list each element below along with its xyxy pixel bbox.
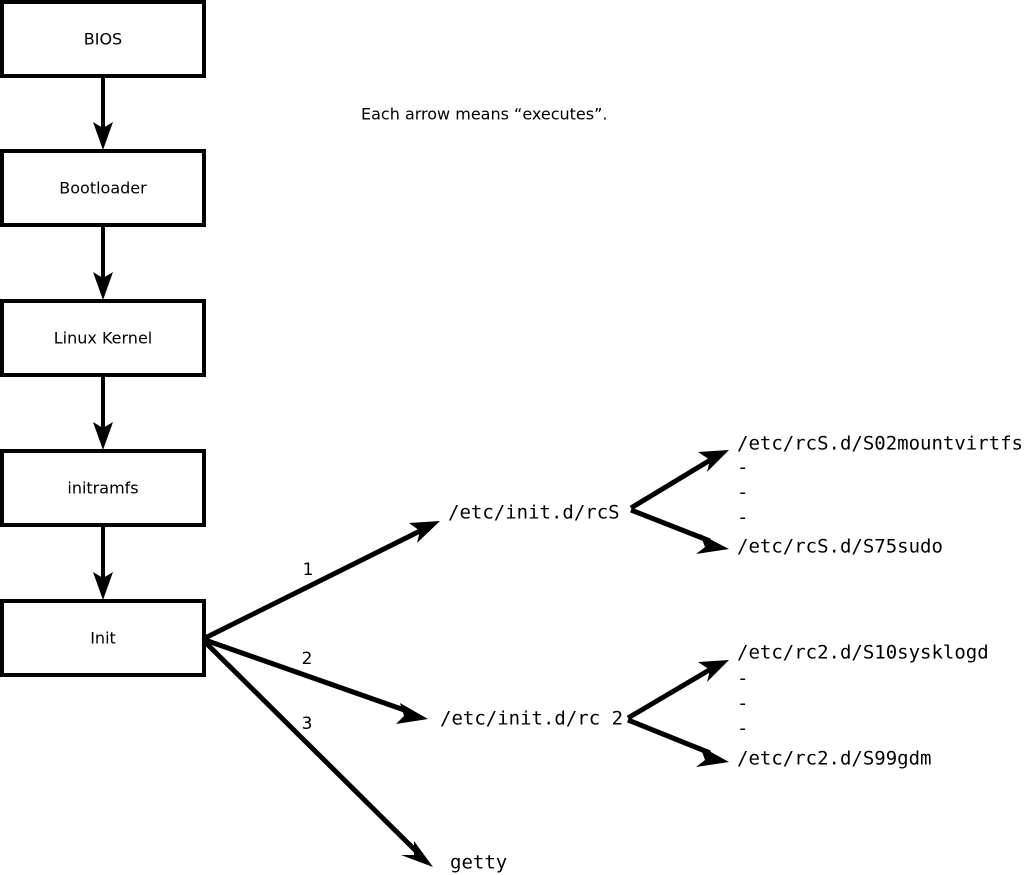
node-linux-kernel-rect bbox=[0, 299, 206, 377]
label-rc2-ellipsis-2: - bbox=[737, 693, 748, 715]
arrow-init-branch-2 bbox=[204, 637, 428, 724]
label-rcs-ellipsis-3: - bbox=[737, 507, 748, 529]
arrow-init-branch-3-number: 3 bbox=[302, 714, 313, 734]
node-bios-rect bbox=[0, 0, 206, 78]
label-rcs-ellipsis-1: - bbox=[737, 457, 748, 479]
arrow-initramfs-to-init bbox=[93, 526, 113, 600]
label-rc2-ellipsis-1: - bbox=[737, 668, 748, 690]
diagram-note: Each arrow means “executes”. bbox=[361, 105, 607, 124]
node-bootloader-label: Bootloader bbox=[59, 179, 147, 198]
node-bootloader[interactable]: Bootloader bbox=[0, 149, 206, 227]
arrow-init-branch-2-number: 2 bbox=[302, 649, 313, 669]
node-bios[interactable]: BIOS bbox=[0, 0, 206, 78]
arrow-init-branch-3 bbox=[203, 640, 433, 867]
label-rc2-last-script[interactable]: /etc/rc2.d/S99gdm bbox=[737, 748, 931, 770]
arrow-init-branch-1-number: 1 bbox=[303, 560, 314, 580]
node-init[interactable]: Init bbox=[0, 599, 206, 677]
node-initramfs-label: initramfs bbox=[67, 479, 138, 498]
label-rc2-first-script[interactable]: /etc/rc2.d/S10sysklogd bbox=[737, 642, 989, 664]
label-rc2-ellipsis-3: - bbox=[737, 718, 748, 740]
node-linux-kernel[interactable]: Linux Kernel bbox=[0, 299, 206, 377]
label-rcs-last-script[interactable]: /etc/rcS.d/S75sudo bbox=[737, 536, 943, 558]
arrow-rcs-to-last-script bbox=[630, 507, 729, 554]
arrow-rcs-to-first-script bbox=[629, 450, 729, 511]
node-initramfs-rect bbox=[0, 449, 206, 527]
arrow-rc2-to-first-script bbox=[626, 660, 729, 721]
arrow-kernel-to-initramfs bbox=[93, 376, 113, 450]
node-bootloader-rect bbox=[0, 149, 206, 227]
label-etc-init-d-rc-2[interactable]: /etc/init.d/rc 2 bbox=[440, 708, 623, 730]
arrow-bootloader-to-kernel bbox=[93, 226, 113, 300]
label-rcs-first-script[interactable]: /etc/rcS.d/S02mountvirtfs bbox=[737, 433, 1023, 455]
node-bios-label: BIOS bbox=[84, 30, 122, 49]
node-init-label: Init bbox=[90, 629, 116, 648]
label-rcs-ellipsis-2: - bbox=[737, 482, 748, 504]
node-linux-kernel-label: Linux Kernel bbox=[54, 329, 152, 348]
label-getty[interactable]: getty bbox=[450, 852, 507, 874]
label-etc-init-d-rcs[interactable]: /etc/init.d/rcS bbox=[448, 502, 620, 524]
node-init-rect bbox=[0, 599, 206, 677]
arrow-bios-to-bootloader bbox=[93, 76, 113, 150]
arrow-rc2-to-last-script bbox=[627, 717, 729, 767]
node-initramfs[interactable]: initramfs bbox=[0, 449, 206, 527]
arrow-init-branch-1 bbox=[203, 521, 440, 641]
